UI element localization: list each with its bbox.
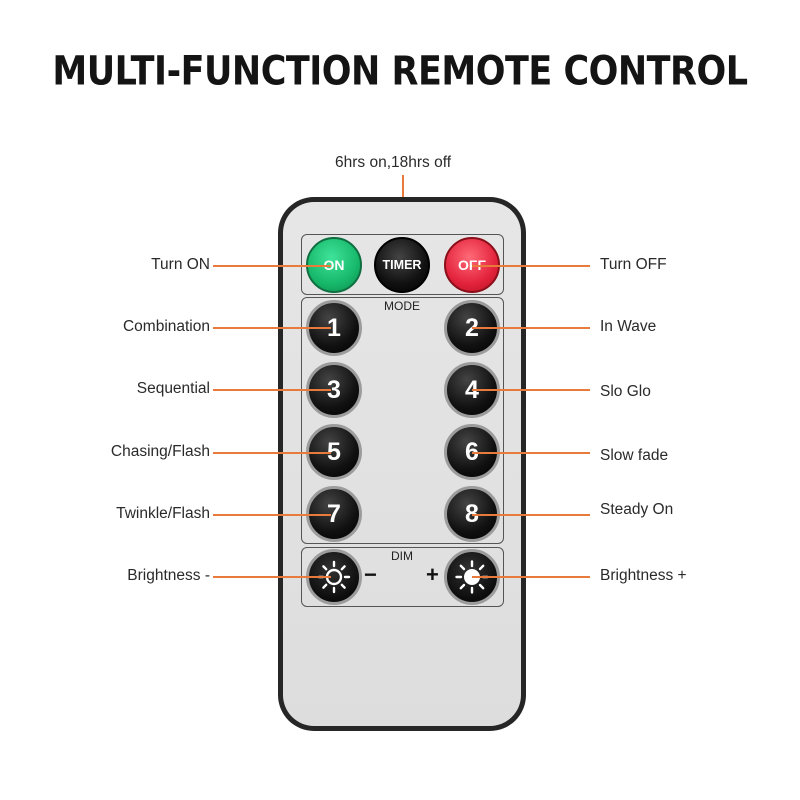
turn-on-leader-line — [213, 265, 331, 267]
brightness-minus-leader-line — [213, 576, 331, 578]
mode-5-leader-line — [213, 452, 331, 454]
brightness-plus-label: Brightness + — [600, 567, 687, 584]
mode-3-label: Sequential — [136, 380, 210, 397]
mode-panel — [301, 297, 504, 544]
page-title: MULTI-FUNCTION REMOTE CONTROL — [52, 49, 748, 95]
mode-8-label: Steady On — [600, 501, 674, 518]
minus-sign: − — [364, 562, 377, 587]
brightness-plus-leader-line — [472, 576, 590, 578]
plus-sign: + — [426, 562, 439, 587]
mode-label: MODE — [384, 299, 420, 313]
sun-outline-icon — [317, 560, 351, 594]
dim-label: DIM — [391, 549, 413, 563]
mode-2-label: In Wave — [600, 318, 657, 335]
mode-7-label: Twinkle/Flash — [116, 505, 210, 522]
mode-6-leader-line — [472, 452, 590, 454]
mode-4-leader-line — [472, 389, 590, 391]
brightness-minus-label: Brightness - — [127, 567, 210, 584]
power-panel — [301, 234, 504, 295]
turn-off-leader-line — [472, 265, 590, 267]
on-button[interactable]: ON — [306, 237, 362, 293]
turn-on-label: Turn ON — [151, 256, 210, 273]
mode-6-label: Slow fade — [600, 447, 669, 464]
mode-4-label: Slo Glo — [600, 383, 651, 400]
mode-3-leader-line — [213, 389, 331, 391]
mode-7-leader-line — [213, 514, 331, 516]
mode-2-leader-line — [472, 327, 590, 329]
mode-8-leader-line — [472, 514, 590, 516]
mode-1-label: Combination — [122, 318, 210, 335]
turn-off-label: Turn OFF — [600, 256, 667, 273]
timer-note-label: 6hrs on,18hrs off — [335, 154, 452, 171]
mode-1-leader-line — [213, 327, 331, 329]
mode-5-label: Chasing/Flash — [110, 443, 210, 460]
mode-button-4[interactable]: 4 — [444, 362, 500, 418]
timer-button[interactable]: TIMER — [374, 237, 430, 293]
